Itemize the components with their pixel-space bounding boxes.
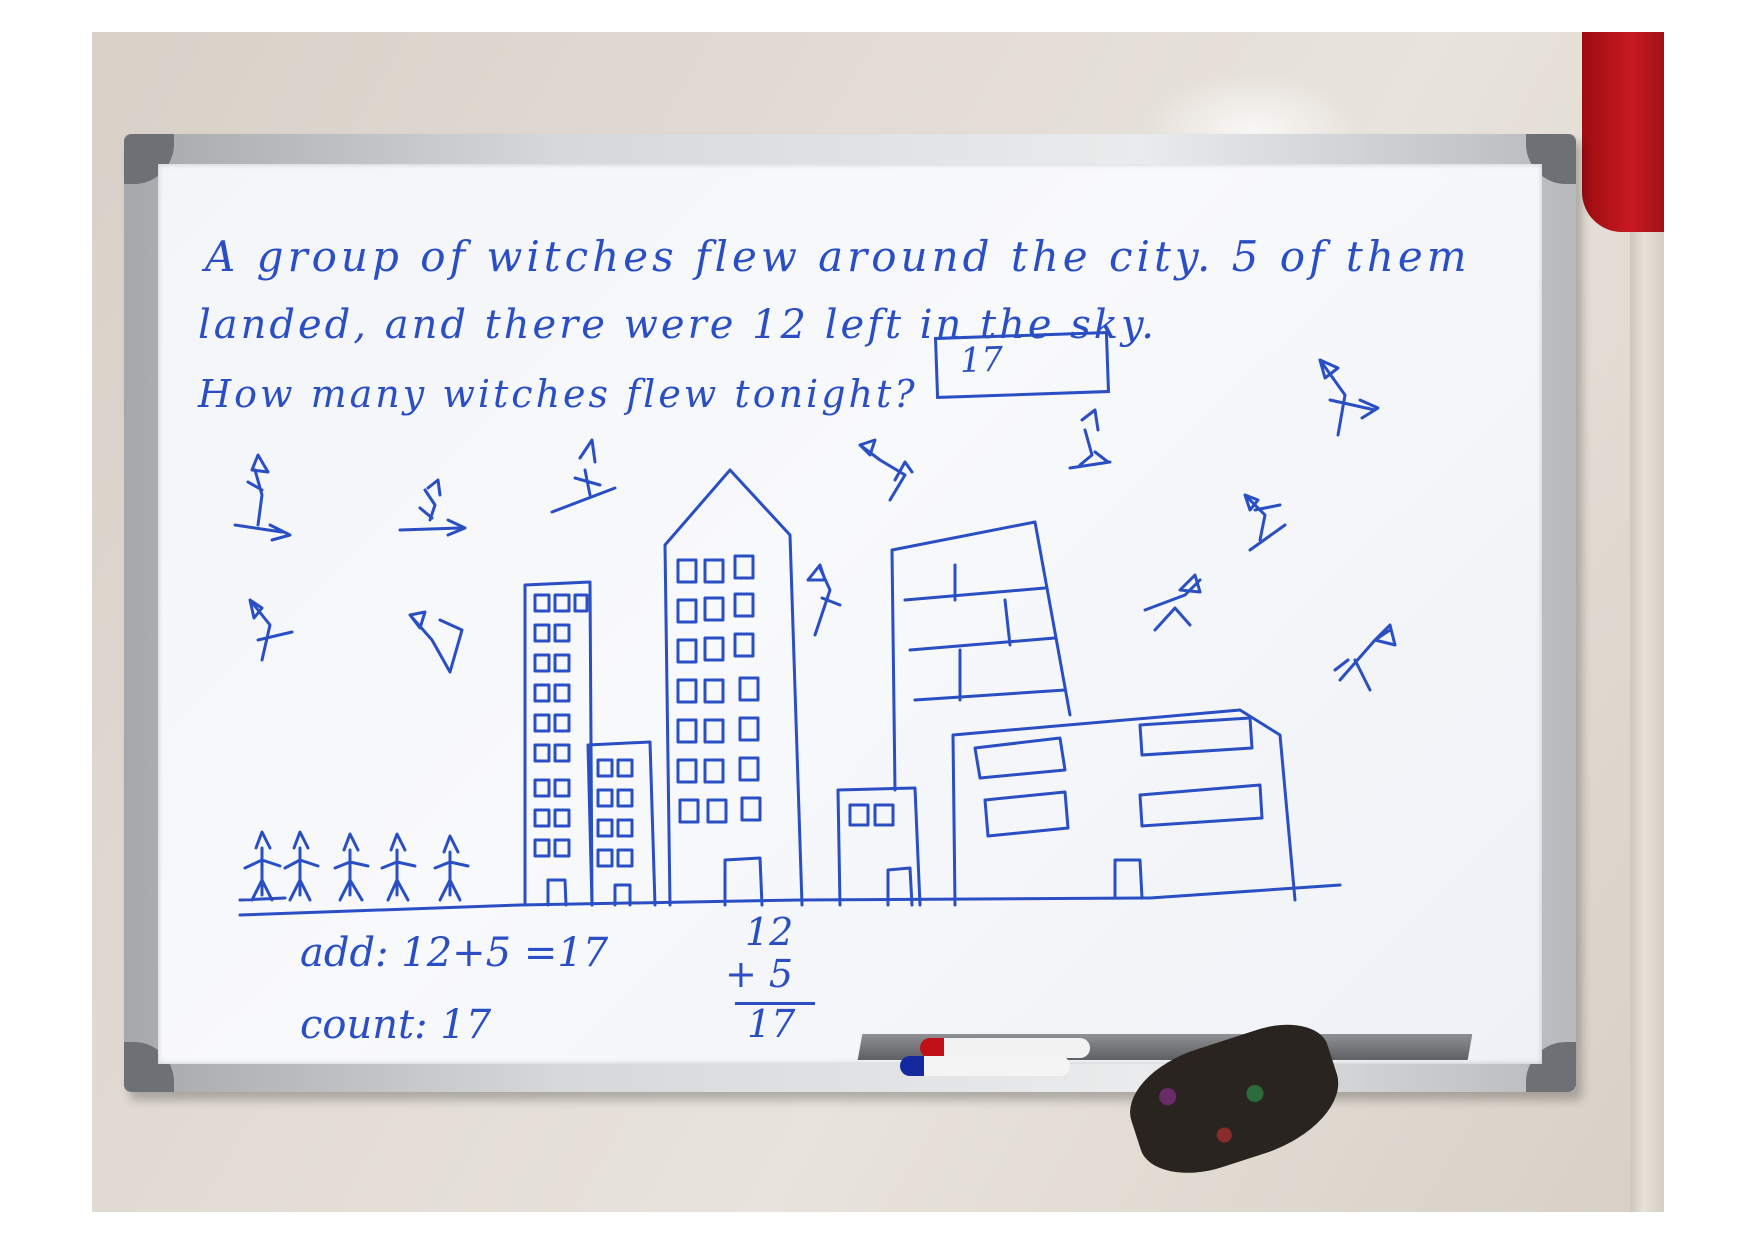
building-2-windows	[596, 758, 634, 868]
flying-witch	[1333, 623, 1397, 692]
flying-witch	[1243, 493, 1287, 552]
whiteboard-surface	[158, 164, 1542, 1064]
red-cloth	[1582, 32, 1664, 232]
vertical-addend: + 5	[725, 952, 794, 996]
building-1-windows	[533, 593, 589, 858]
flying-witch	[408, 610, 464, 674]
building-6	[951, 708, 1297, 907]
flying-witch	[806, 563, 842, 637]
problem-line-1: A group of witches flew around the city.…	[205, 232, 1471, 281]
flying-witch	[233, 453, 292, 542]
problem-line-2: landed, and there were 12 left in the sk…	[198, 302, 1158, 348]
building-4	[836, 786, 922, 907]
red-marker	[920, 1038, 1090, 1058]
building-5	[890, 520, 1072, 792]
door-frame	[1630, 172, 1664, 1212]
vertical-top: 12	[745, 910, 794, 954]
flying-witch	[398, 478, 467, 537]
flying-witch	[248, 598, 294, 662]
count-work: count: 17	[300, 1002, 492, 1048]
blue-marker	[900, 1056, 1070, 1076]
flying-witch	[858, 438, 914, 502]
flying-witch	[1068, 408, 1112, 470]
flying-witch	[1318, 358, 1380, 437]
problem-line-3: How many witches flew tonight?	[198, 372, 918, 416]
ground-line	[238, 883, 1342, 917]
add-work: add: 12+5 =17	[300, 930, 609, 976]
vertical-result: 17	[747, 1002, 796, 1046]
sum-line	[735, 1002, 815, 1005]
building-3-windows	[676, 554, 762, 824]
flying-witch	[1143, 573, 1202, 632]
building-2	[586, 740, 657, 907]
building-3	[663, 468, 804, 907]
whiteboard-frame	[124, 134, 1576, 1092]
landed-witches	[238, 830, 470, 902]
flying-witch	[550, 438, 617, 514]
